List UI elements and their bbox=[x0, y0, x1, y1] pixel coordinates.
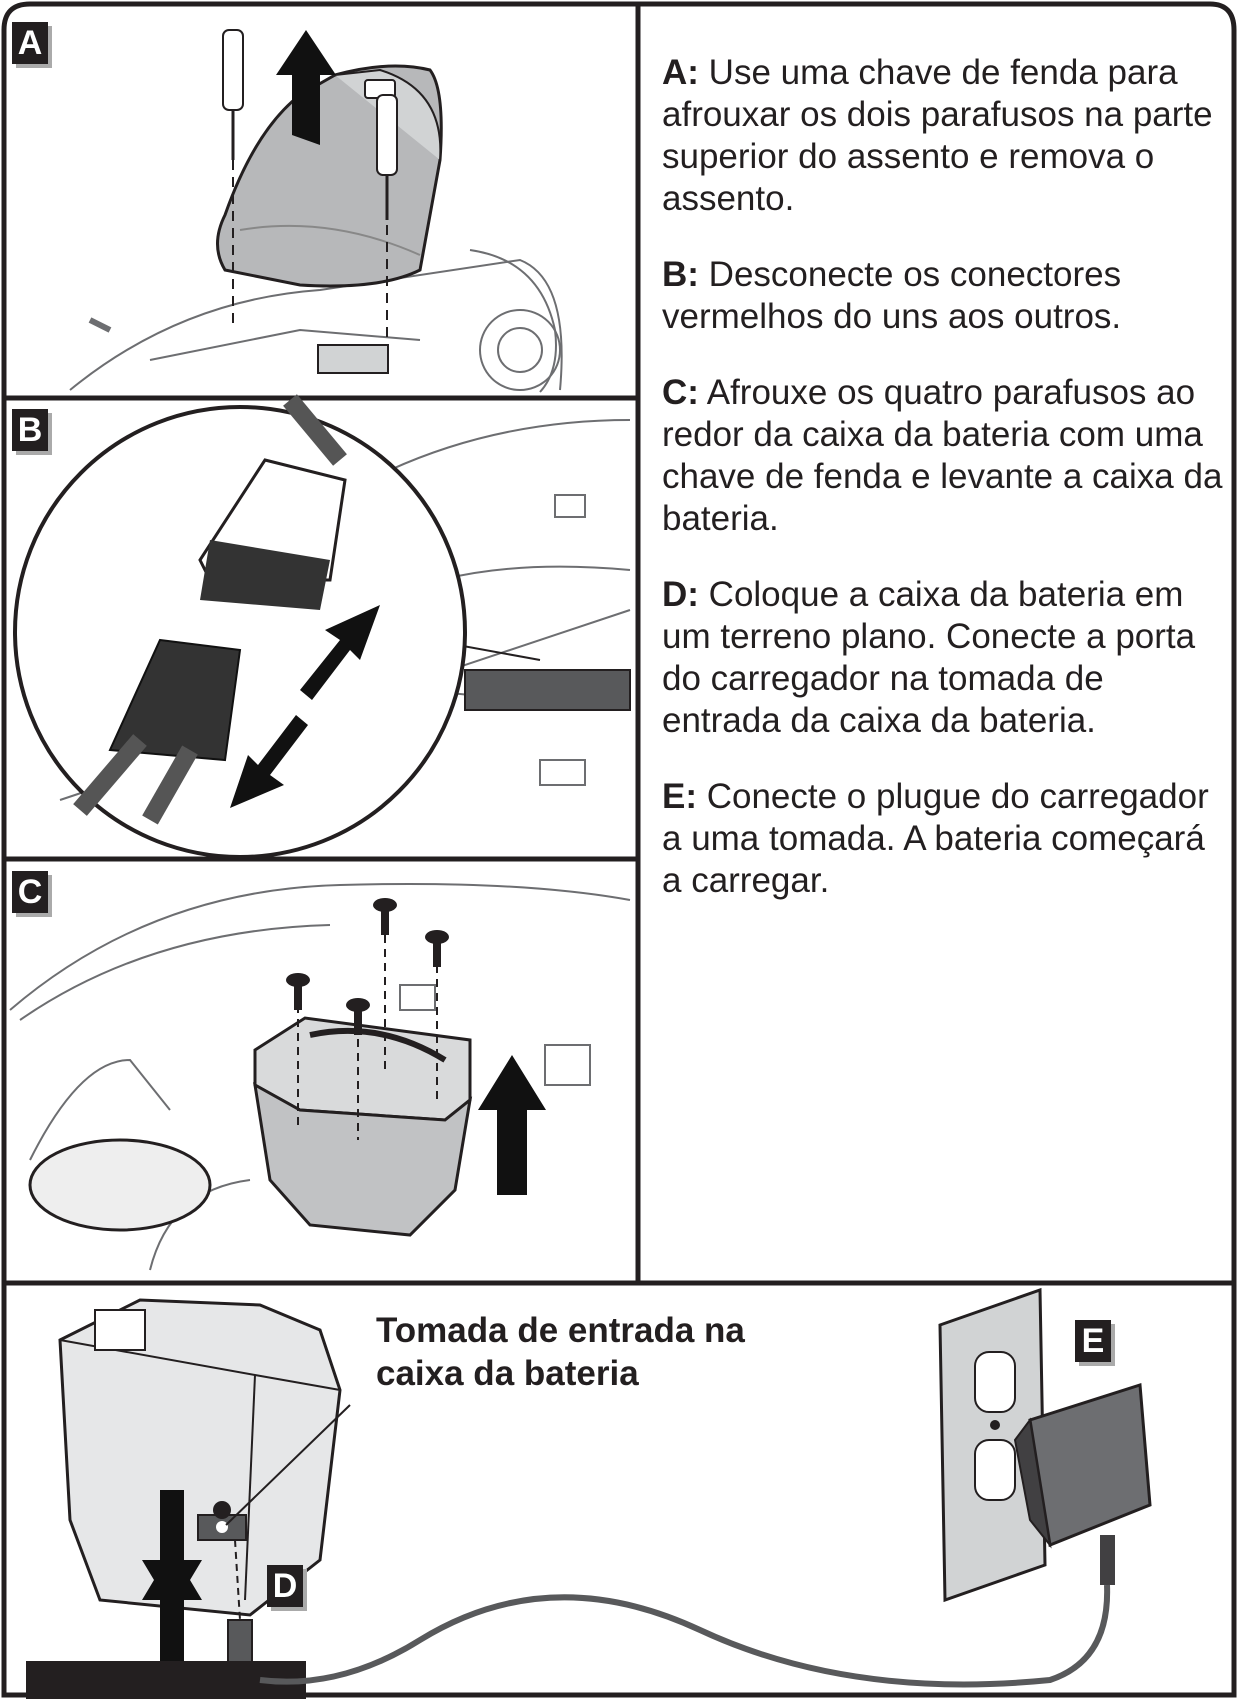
arrow-up-icon-d bbox=[142, 1550, 202, 1685]
screws-c bbox=[297, 935, 438, 1140]
arrow-down-icon bbox=[230, 715, 308, 808]
panel-a-label: A bbox=[12, 22, 48, 64]
ground-bar bbox=[26, 1661, 306, 1699]
seat-illustration bbox=[69, 249, 563, 393]
instruction-c: C: Afrouxe os quatro parafusos ao redor … bbox=[662, 373, 1223, 538]
callout-line-1: Tomada de entrada na bbox=[376, 1311, 745, 1350]
instruction-d: D: Coloque a caixa da bateria em um terr… bbox=[662, 575, 1196, 740]
instruction-b: B: Desconecte os conectores vermelhos do… bbox=[662, 255, 1122, 336]
connector-bottom bbox=[73, 638, 242, 825]
battery-input-callout: Tomada de entrada na caixa da bateria bbox=[376, 1309, 796, 1395]
instruction-e: E: Conecte o plugue do carregador a uma … bbox=[662, 777, 1209, 900]
panel-e-label: E bbox=[1075, 1320, 1111, 1362]
panel-b-label: B bbox=[12, 409, 48, 451]
arrow-up-icon-c bbox=[478, 1055, 546, 1195]
connector-top bbox=[198, 394, 347, 610]
screwdriver-icon-left bbox=[222, 29, 244, 330]
callout-line-2: caixa da bateria bbox=[376, 1354, 639, 1393]
panel-d-label: D bbox=[267, 1565, 303, 1607]
battery-box-d bbox=[58, 1298, 342, 1617]
instructions-list: A: Use uma chave de fenda para afrouxar … bbox=[662, 52, 1232, 936]
wall-outlet-icon bbox=[938, 1287, 1047, 1603]
screwdriver-icon-right bbox=[376, 94, 398, 355]
arrow-up-icon bbox=[300, 605, 380, 700]
charger-adapter-icon bbox=[1013, 1383, 1152, 1585]
seat-shape bbox=[216, 64, 443, 288]
instruction-a: A: Use uma chave de fenda para afrouxar … bbox=[662, 53, 1213, 218]
charger-cable bbox=[259, 1584, 1111, 1688]
panel-c-label: C bbox=[12, 871, 48, 913]
battery-box bbox=[253, 1016, 473, 1237]
